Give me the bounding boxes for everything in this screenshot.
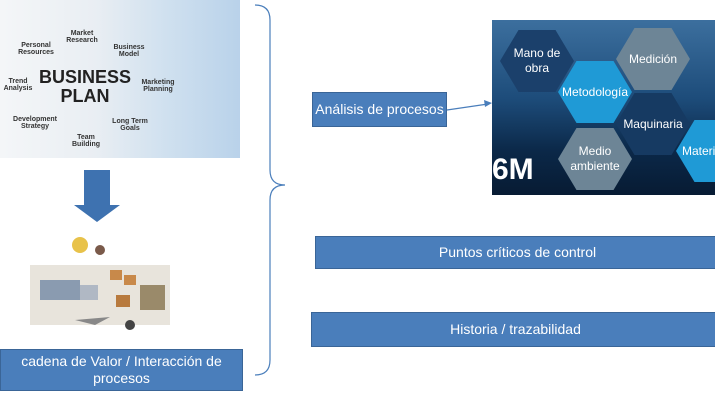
bp-label: Development Strategy (13, 116, 57, 130)
historia-box: Historia / trazabilidad (311, 312, 715, 347)
business-plan-image: Market Research Business Model Marketing… (0, 0, 240, 158)
bp-label: Business Model (113, 44, 145, 58)
bp-label: Team Building (72, 134, 100, 148)
hex-metodologia: Metodología (558, 61, 632, 123)
bp-label: Market Research (66, 30, 98, 44)
hex-maquinaria: Maquinaria (616, 93, 690, 155)
bp-label: Personal Resources (18, 42, 54, 56)
hex-mano-de-obra: Mano de obra (500, 30, 574, 92)
arrow-head-icon (484, 100, 492, 107)
analisis-procesos-box: Análisis de procesos (312, 92, 447, 127)
cadena-valor-box: cadena de Valor / Interacción de proceso… (0, 349, 243, 391)
down-arrow-icon (74, 170, 120, 222)
six-m-image: Mano de obra Medición Metodología Maquin… (492, 20, 715, 195)
brace (254, 4, 286, 376)
six-m-title: 6M (492, 153, 534, 186)
bp-label: Trend Analysis (3, 78, 33, 92)
bp-label: Long Term Goals (112, 118, 148, 132)
hex-medicion: Medición (616, 28, 690, 90)
bp-title: BUSINESS PLAN (38, 67, 132, 106)
bp-label: Marketing Planning (141, 79, 175, 93)
puntos-criticos-box: Puntos críticos de control (315, 236, 715, 269)
arrow-line (446, 103, 489, 111)
hex-medio-ambiente: Medio ambiente (558, 128, 632, 190)
value-chain-image (30, 237, 170, 330)
